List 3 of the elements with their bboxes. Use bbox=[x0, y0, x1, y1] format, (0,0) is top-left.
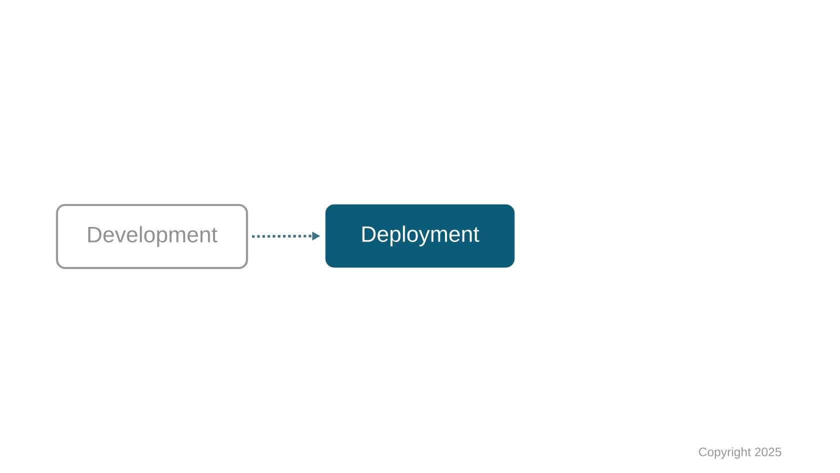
copyright-note: Copyright 2025 bbox=[698, 447, 782, 459]
process-box: Deployment bbox=[325, 204, 515, 268]
process-box: Development bbox=[56, 204, 248, 270]
